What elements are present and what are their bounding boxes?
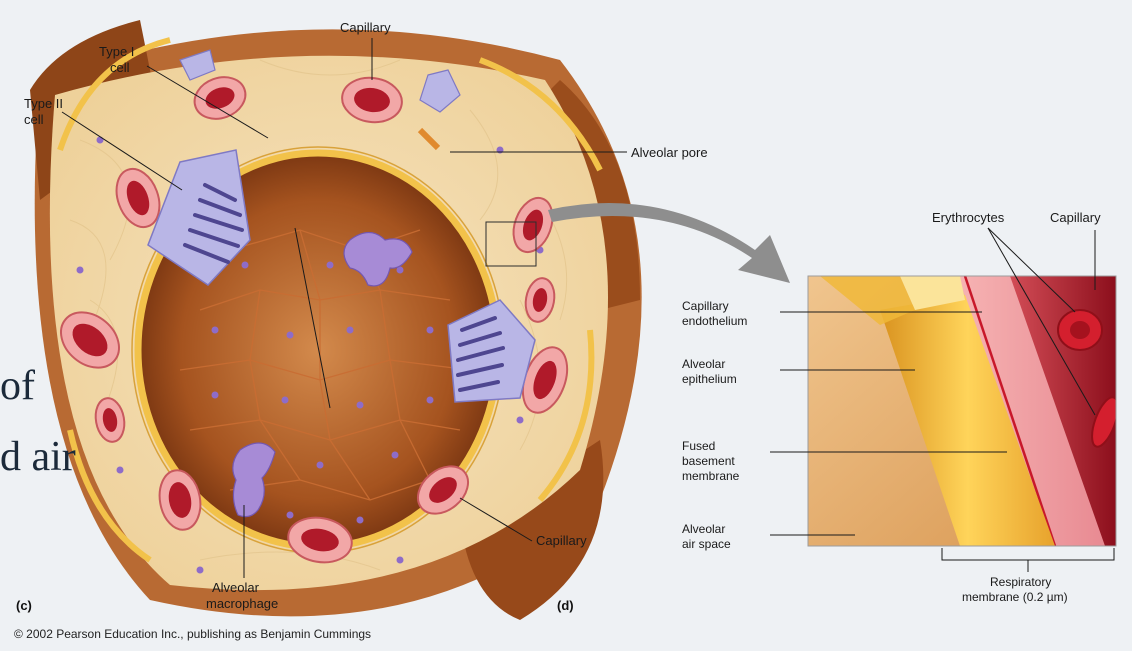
- label-capillary-d: Capillary: [1050, 210, 1101, 225]
- label-fused-line3: membrane: [682, 469, 740, 483]
- panel-letter-d: (d): [557, 598, 574, 613]
- label-fused-line2: basement: [682, 454, 735, 468]
- label-air-line1: Alveolar: [682, 522, 725, 536]
- label-resp-line2: membrane (0.2 µm): [962, 590, 1068, 604]
- label-alv-epi-line2: epithelium: [682, 372, 737, 386]
- label-type2-line2: cell: [24, 112, 44, 127]
- label-alveolar-pore: Alveolar pore: [631, 145, 708, 160]
- label-cap-endo-line2: endothelium: [682, 314, 747, 328]
- label-type1-line1: Type I: [99, 44, 134, 59]
- label-type2-line1: Type II: [24, 96, 63, 111]
- label-macrophage-line1: Alveolar: [212, 580, 260, 595]
- copyright-credit: © 2002 Pearson Education Inc., publishin…: [14, 627, 371, 641]
- label-capillary-bottom: Capillary: [536, 533, 587, 548]
- label-erythrocytes: Erythrocytes: [932, 210, 1005, 225]
- panel-d: [808, 276, 1123, 546]
- panel-c: [30, 20, 642, 620]
- slide-text-line-1: of: [0, 365, 35, 407]
- panel-letter-c: (c): [16, 598, 32, 613]
- label-air-line2: air space: [682, 537, 731, 551]
- label-macrophage-line2: macrophage: [206, 596, 278, 611]
- label-type1-line2: cell: [110, 60, 130, 75]
- label-fused-line1: Fused: [682, 439, 715, 453]
- label-cap-endo-line1: Capillary: [682, 299, 729, 313]
- label-capillary-top: Capillary: [340, 20, 391, 35]
- label-alv-epi-line1: Alveolar: [682, 357, 725, 371]
- erythrocyte-1-center: [1070, 321, 1090, 339]
- label-resp-line1: Respiratory: [990, 575, 1051, 589]
- slide-text-line-2: d air: [0, 436, 76, 478]
